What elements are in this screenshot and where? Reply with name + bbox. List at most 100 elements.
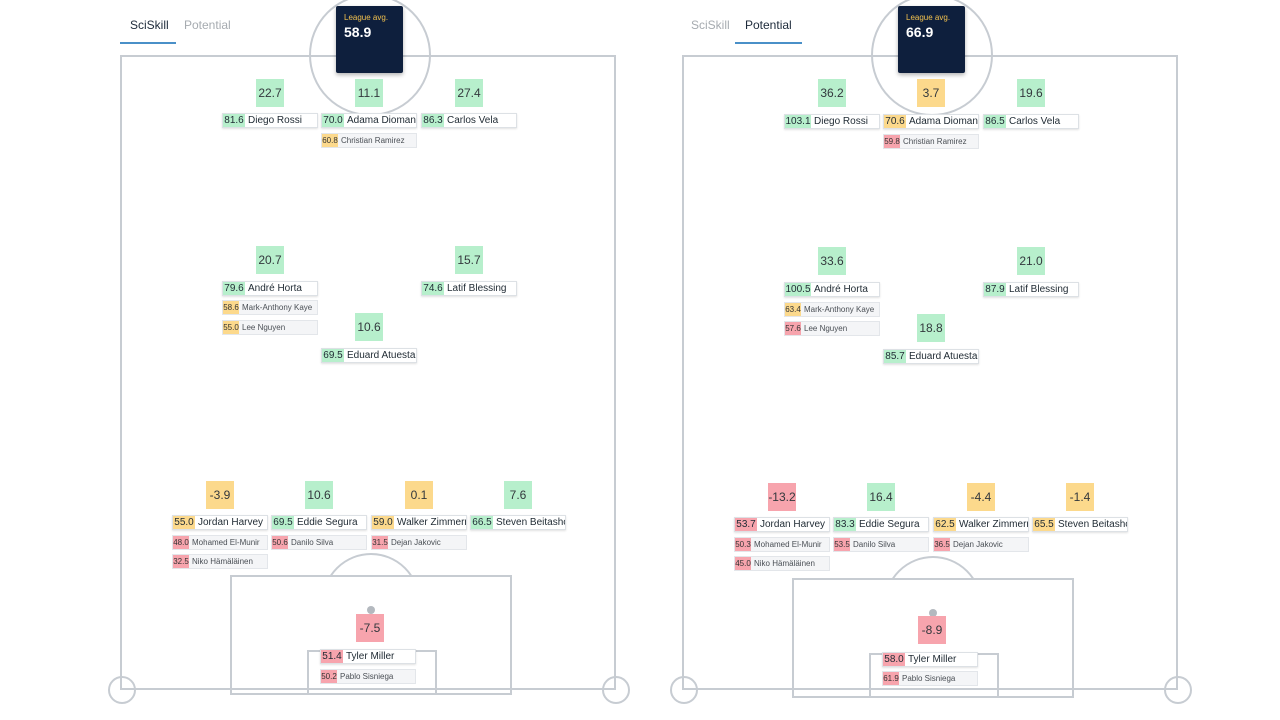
- tab-bar: SciSkill Potential: [682, 14, 822, 44]
- player-score: 85.7: [884, 350, 906, 363]
- player-score: 59.0: [372, 516, 394, 529]
- substitute-score: 55.0: [223, 321, 239, 334]
- corner-arc-right: [1164, 676, 1192, 704]
- player-delta: -4.4: [967, 483, 995, 511]
- substitute-name: Niko Hämäläinen: [192, 557, 253, 566]
- substitute-card[interactable]: 31.5 Dejan Jakovic: [371, 535, 467, 550]
- tab-bar: SciSkill Potential: [120, 14, 260, 44]
- substitute-card[interactable]: 59.8 Christian Ramirez: [883, 134, 979, 149]
- substitute-card[interactable]: 32.5 Niko Hämäläinen: [172, 554, 268, 569]
- player-score: 62.5: [934, 518, 956, 531]
- tab-sciskill[interactable]: SciSkill: [691, 18, 730, 32]
- player-score: 81.6: [223, 114, 245, 127]
- player-name: Jordan Harvey: [760, 519, 826, 530]
- player-score: 65.5: [1033, 518, 1055, 531]
- substitute-card[interactable]: 50.2 Pablo Sisniega: [320, 669, 416, 684]
- substitute-name: Pablo Sisniega: [902, 674, 956, 683]
- player-delta: 0.1: [405, 481, 433, 509]
- substitute-card[interactable]: 50.3 Mohamed El-Munir: [734, 537, 830, 552]
- player-delta: -1.4: [1066, 483, 1094, 511]
- substitute-name: Christian Ramirez: [903, 137, 967, 146]
- player-card[interactable]: 86.3 Carlos Vela: [421, 113, 517, 128]
- player-name: Steven Beitashour: [496, 517, 565, 528]
- player-name: Eddie Segura: [297, 517, 358, 528]
- substitute-card[interactable]: 55.0 Lee Nguyen: [222, 320, 318, 335]
- player-card[interactable]: 58.0 Tyler Miller: [882, 652, 978, 667]
- player-card[interactable]: 103.1 Diego Rossi: [784, 114, 880, 129]
- substitute-card[interactable]: 45.0 Niko Hämäläinen: [734, 556, 830, 571]
- player-card[interactable]: 53.7 Jordan Harvey: [734, 517, 830, 532]
- player-card[interactable]: 100.5 André Horta: [784, 282, 880, 297]
- player-score: 100.5: [785, 283, 811, 296]
- substitute-card[interactable]: 60.8 Christian Ramirez: [321, 133, 417, 148]
- player-card[interactable]: 87.9 Latif Blessing: [983, 282, 1079, 297]
- substitute-card[interactable]: 61.9 Pablo Sisniega: [882, 671, 978, 686]
- substitute-card[interactable]: 48.0 Mohamed El-Munir: [172, 535, 268, 550]
- substitute-card[interactable]: 36.5 Dejan Jakovic: [933, 537, 1029, 552]
- player-card[interactable]: 70.0 Adama Diomande: [321, 113, 417, 128]
- player-score: 74.6: [422, 282, 444, 295]
- player-delta: -13.2: [768, 483, 796, 511]
- player-score: 69.5: [322, 349, 344, 362]
- player-score: 69.5: [272, 516, 294, 529]
- player-card[interactable]: 83.3 Eddie Segura: [833, 517, 929, 532]
- player-card[interactable]: 79.6 André Horta: [222, 281, 318, 296]
- player-delta: 33.6: [818, 247, 846, 275]
- pitch: [670, 0, 1192, 704]
- league-average-box: League avg. 58.9: [336, 6, 403, 73]
- player-name: Eduard Atuesta: [909, 351, 978, 362]
- player-score: 87.9: [984, 283, 1006, 296]
- player-score: 53.7: [735, 518, 757, 531]
- player-delta: 15.7: [455, 246, 483, 274]
- corner-arc-left: [670, 676, 698, 704]
- sciskill-panel: SciSkill Potential League avg. 58.9 22.7…: [108, 0, 680, 720]
- corner-arc-right: [602, 676, 630, 704]
- player-score: 58.0: [883, 653, 905, 666]
- substitute-score: 50.2: [321, 670, 337, 683]
- player-name: Carlos Vela: [447, 115, 499, 126]
- penalty-spot: [929, 609, 937, 617]
- player-card[interactable]: 70.6 Adama Diomande: [883, 114, 979, 129]
- substitute-score: 63.4: [785, 303, 801, 316]
- pitch: [108, 0, 630, 704]
- substitute-card[interactable]: 58.6 Mark-Anthony Kaye: [222, 300, 318, 315]
- player-card[interactable]: 74.6 Latif Blessing: [421, 281, 517, 296]
- substitute-card[interactable]: 63.4 Mark-Anthony Kaye: [784, 302, 880, 317]
- player-delta: 10.6: [305, 481, 333, 509]
- player-card[interactable]: 86.5 Carlos Vela: [983, 114, 1079, 129]
- player-card[interactable]: 69.5 Eddie Segura: [271, 515, 367, 530]
- player-card[interactable]: 59.0 Walker Zimmerman: [371, 515, 467, 530]
- substitute-score: 50.3: [735, 538, 751, 551]
- player-card[interactable]: 65.5 Steven Beitashour: [1032, 517, 1128, 532]
- player-card[interactable]: 81.6 Diego Rossi: [222, 113, 318, 128]
- player-score: 86.5: [984, 115, 1006, 128]
- substitute-card[interactable]: 53.5 Danilo Silva: [833, 537, 929, 552]
- substitute-name: Danilo Silva: [853, 540, 896, 549]
- player-name: Adama Diomande: [909, 116, 978, 127]
- substitute-score: 36.5: [934, 538, 950, 551]
- substitute-name: Danilo Silva: [291, 538, 334, 547]
- player-delta: 27.4: [455, 79, 483, 107]
- substitute-name: Dejan Jakovic: [391, 538, 441, 547]
- tab-potential[interactable]: Potential: [184, 18, 231, 32]
- player-card[interactable]: 69.5 Eduard Atuesta: [321, 348, 417, 363]
- player-name: Adama Diomande: [347, 115, 416, 126]
- substitute-card[interactable]: 57.6 Lee Nguyen: [784, 321, 880, 336]
- active-tab-indicator: [735, 42, 802, 44]
- tab-sciskill[interactable]: SciSkill: [130, 18, 169, 32]
- player-delta: -3.9: [206, 481, 234, 509]
- tab-potential[interactable]: Potential: [745, 18, 792, 32]
- player-card[interactable]: 55.0 Jordan Harvey: [172, 515, 268, 530]
- player-score: 51.4: [321, 650, 343, 663]
- player-card[interactable]: 51.4 Tyler Miller: [320, 649, 416, 664]
- player-delta: 10.6: [355, 313, 383, 341]
- player-name: Walker Zimmerman: [959, 519, 1028, 530]
- player-card[interactable]: 85.7 Eduard Atuesta: [883, 349, 979, 364]
- player-card[interactable]: 62.5 Walker Zimmerman: [933, 517, 1029, 532]
- player-score: 70.0: [322, 114, 344, 127]
- player-name: Tyler Miller: [346, 651, 395, 662]
- player-card[interactable]: 66.5 Steven Beitashour: [470, 515, 566, 530]
- player-score: 70.6: [884, 115, 906, 128]
- substitute-card[interactable]: 50.6 Danilo Silva: [271, 535, 367, 550]
- player-name: André Horta: [814, 284, 868, 295]
